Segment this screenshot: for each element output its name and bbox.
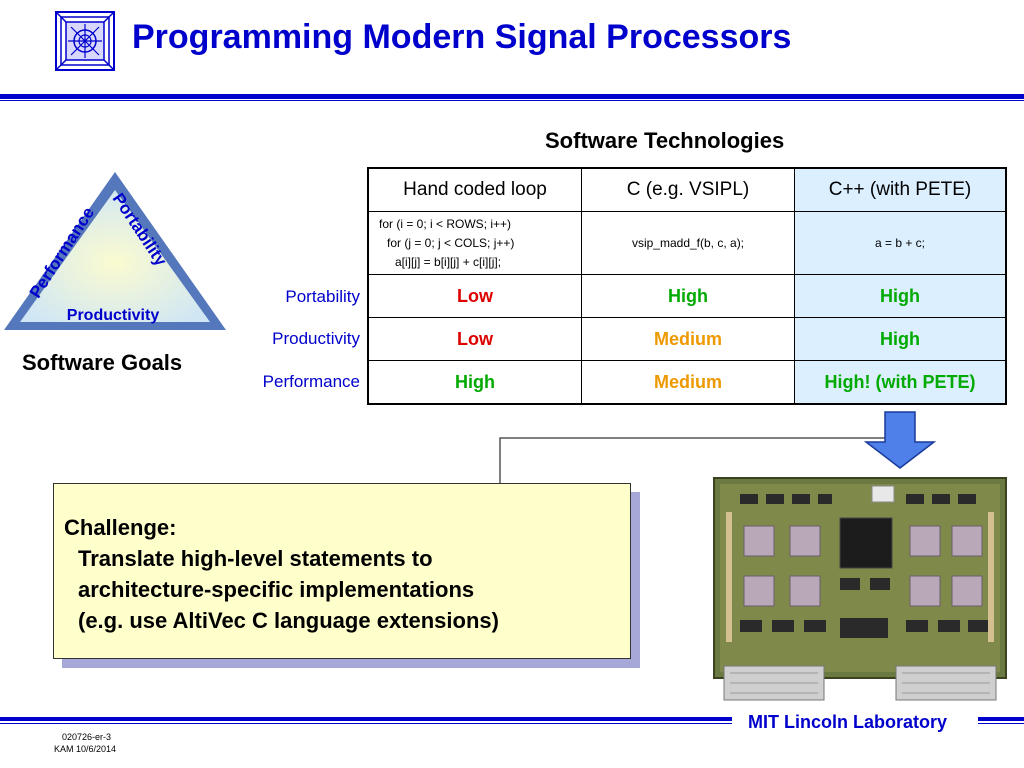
code-vsipl: vsip_madd_f(b, c, a); [581, 211, 795, 275]
code-line: a[i][j] = b[i][j] + c[i][j]; [395, 254, 502, 269]
circuit-board-photo [713, 477, 1007, 701]
row-label-productivity: Productivity [272, 329, 360, 348]
footer-rule-left-thin [0, 723, 732, 724]
rating-cell: High! (with PETE) [794, 360, 1007, 405]
table-header-row: Hand coded loop C (e.g. VSIPL) C++ (with… [367, 167, 1007, 212]
row-label-portability: Portability [285, 287, 360, 306]
rating-cell: High [794, 317, 1007, 361]
connector-lines [499, 411, 937, 483]
challenge-text: Challenge: Translate high-level statemen… [64, 512, 499, 636]
row-label-performance: Performance [262, 372, 360, 391]
column-header-pete: C++ (with PETE) [794, 167, 1007, 212]
column-header-vsipl: C (e.g. VSIPL) [581, 167, 795, 212]
goal-productivity: Productivity [67, 307, 160, 324]
rating-cell: Low [367, 274, 582, 318]
lab-name: MIT Lincoln Laboratory [748, 712, 948, 732]
footer-rule-right [978, 717, 1024, 721]
rating-cell: Low [367, 317, 582, 361]
table-row-code: for (i = 0; i < ROWS; i++) for (j = 0; j… [367, 211, 1007, 275]
challenge-box [53, 483, 631, 659]
software-technologies-caption: Software Technologies [545, 128, 785, 153]
technology-comparison-table: Hand coded loop C (e.g. VSIPL) C++ (with… [367, 167, 1007, 405]
code-hand-coded-loop: for (i = 0; i < ROWS; i++) for (j = 0; j… [367, 211, 582, 275]
lincoln-lab-logo-icon [55, 11, 115, 71]
table-row-productivity: Low Medium High [367, 317, 1007, 361]
table-row-portability: Low High High [367, 274, 1007, 318]
rating-cell: Medium [581, 317, 795, 361]
rating-cell: High [794, 274, 1007, 318]
rating-cell: Medium [581, 360, 795, 405]
challenge-heading: Challenge: [64, 515, 177, 540]
challenge-line: architecture-specific implementations [78, 577, 475, 602]
software-goals-triangle: Performance Portability Productivity [4, 172, 226, 330]
down-arrow-icon [863, 411, 937, 469]
rating-cell: High [581, 274, 795, 318]
author-date: KAM 10/6/2014 [54, 744, 117, 754]
code-line: for (j = 0; j < COLS; j++) [387, 235, 515, 250]
footer-rule-right-thin [978, 723, 1024, 724]
slide-id: 020726-er-3 [62, 732, 112, 742]
software-goals-caption: Software Goals [22, 350, 183, 375]
challenge-line: Translate high-level statements to [78, 546, 433, 571]
challenge-line: (e.g. use AltiVec C language extensions) [78, 608, 499, 633]
header-rule-thin [0, 100, 1024, 101]
slide-title: Programming Modern Signal Processors [132, 18, 792, 56]
footer-rule-left [0, 717, 732, 721]
header-rule [0, 94, 1024, 99]
code-pete: a = b + c; [794, 211, 1007, 275]
column-header-hand-coded: Hand coded loop [367, 167, 582, 212]
rating-cell: High [367, 360, 582, 405]
table-row-performance: High Medium High! (with PETE) [367, 360, 1007, 405]
code-line: for (i = 0; i < ROWS; i++) [379, 216, 512, 231]
